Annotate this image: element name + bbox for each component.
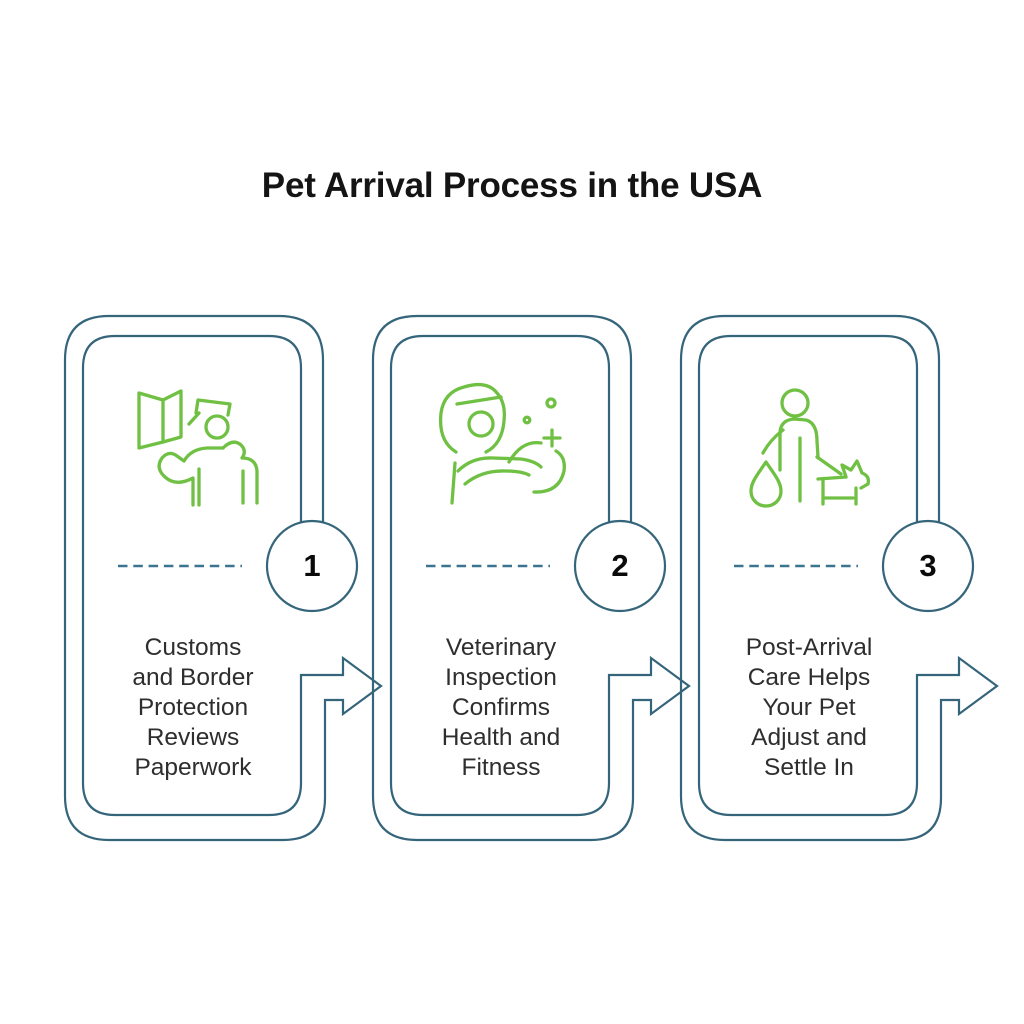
step-description: Customs and Border Protection Reviews Pa… xyxy=(132,634,254,781)
step-number: 1 xyxy=(303,548,321,583)
customs-officer-passport-icon xyxy=(137,389,259,507)
step-number: 2 xyxy=(611,548,629,583)
person-walking-dog-icon xyxy=(749,388,871,508)
step-description: Veterinary Inspection Confirms Health an… xyxy=(441,634,561,781)
step-description: Post-Arrival Care Helps Your Pet Adjust … xyxy=(745,634,873,781)
page-title: Pet Arrival Process in the USA xyxy=(261,166,763,205)
veterinary-inspection-icon xyxy=(438,382,566,505)
step-number: 3 xyxy=(919,548,937,583)
